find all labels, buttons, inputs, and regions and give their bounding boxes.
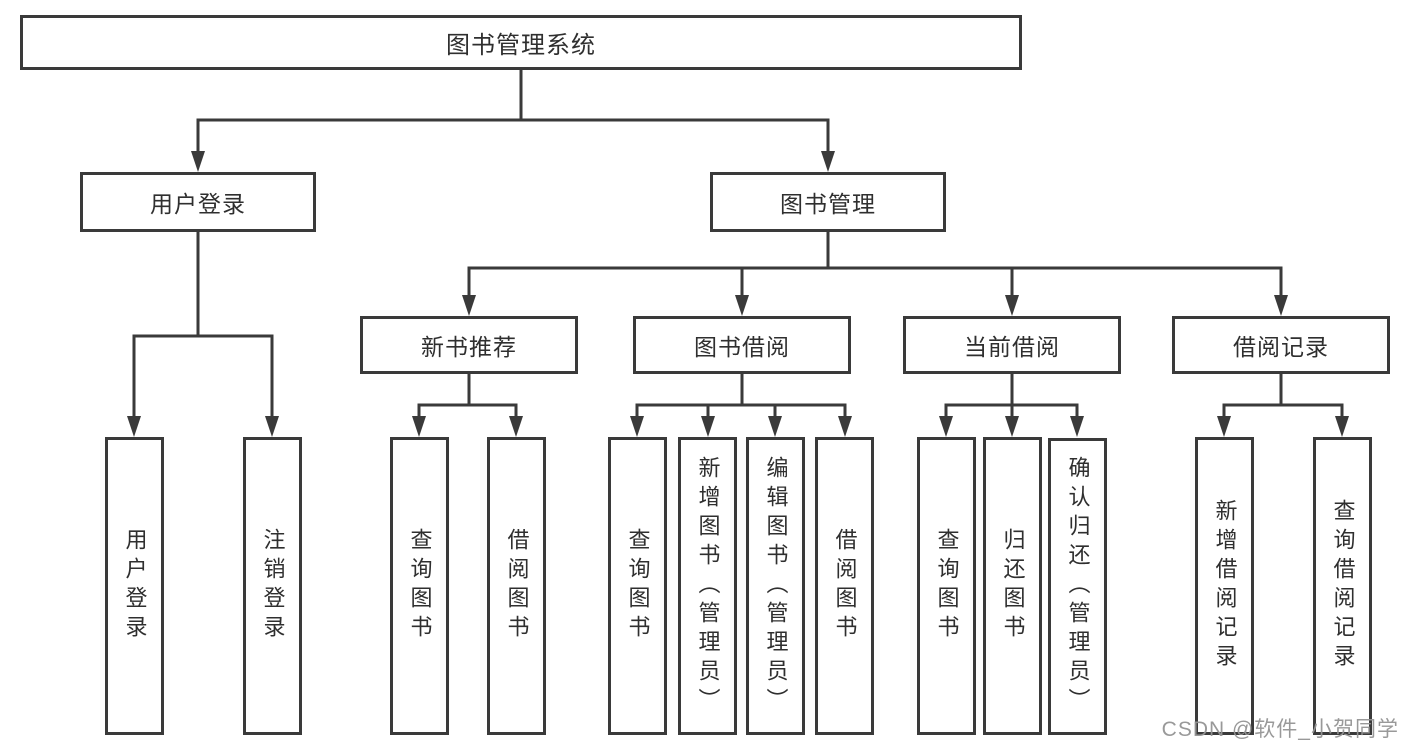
node-borrow-records: 借阅记录 [1172, 316, 1390, 374]
node-label: 编辑图书（管理员） [763, 455, 789, 717]
node-label: 查询图书 [934, 528, 960, 644]
leaf-query-borrow-record: 查询借阅记录 [1313, 437, 1372, 735]
leaf-edit-books-admin: 编辑图书（管理员） [746, 437, 805, 735]
connector-current-borrow-children [939, 374, 1084, 437]
node-label: 新书推荐 [421, 334, 517, 360]
connector-root-to-level2 [191, 70, 835, 172]
node-label: 借阅图书 [504, 528, 530, 644]
node-label: 查询借阅记录 [1330, 499, 1356, 673]
node-label: 新增借阅记录 [1212, 499, 1238, 673]
leaf-logout: 注销登录 [243, 437, 302, 735]
node-label: 图书管理系统 [446, 32, 596, 59]
leaf-borrow-books-recommend: 借阅图书 [487, 437, 546, 735]
node-book-management: 图书管理 [710, 172, 946, 232]
node-label: 确认归还（管理员） [1065, 456, 1091, 717]
node-current-borrow: 当前借阅 [903, 316, 1121, 374]
node-label: 查询图书 [625, 528, 651, 644]
node-library-management-system: 图书管理系统 [20, 15, 1022, 70]
connector-user-login-children [127, 232, 279, 437]
node-label: 图书管理 [780, 191, 876, 217]
node-label: 注销登录 [260, 528, 286, 644]
leaf-borrow-books: 借阅图书 [815, 437, 874, 735]
node-user-login: 用户登录 [80, 172, 316, 232]
leaf-query-books-recommend: 查询图书 [390, 437, 449, 735]
connector-book-management-sections [462, 232, 1288, 316]
csdn-watermark: CSDN @软件_小贺同学 [1161, 718, 1399, 741]
leaf-add-books-admin: 新增图书（管理员） [678, 437, 737, 735]
node-label: 归还图书 [1000, 528, 1026, 644]
node-label: 用户登录 [150, 191, 246, 217]
node-label: 借阅记录 [1233, 334, 1329, 360]
connector-book-borrow-children [630, 374, 852, 437]
connector-borrow-records-children [1217, 374, 1349, 437]
connector-new-book-children [412, 374, 523, 437]
node-label: 新增图书（管理员） [695, 455, 721, 717]
node-label: 图书借阅 [694, 334, 790, 360]
leaf-confirm-return-admin: 确认归还（管理员） [1048, 438, 1107, 735]
leaf-add-borrow-record: 新增借阅记录 [1195, 437, 1254, 735]
node-label: 查询图书 [407, 528, 433, 644]
leaf-query-books-borrow: 查询图书 [608, 437, 667, 735]
leaf-user-login: 用户登录 [105, 437, 164, 735]
node-new-book-recommend: 新书推荐 [360, 316, 578, 374]
leaf-query-books-current: 查询图书 [917, 437, 976, 735]
node-label: 借阅图书 [832, 528, 858, 644]
leaf-return-books: 归还图书 [983, 437, 1042, 735]
node-book-borrow: 图书借阅 [633, 316, 851, 374]
node-label: 用户登录 [122, 528, 148, 644]
node-label: 当前借阅 [964, 334, 1060, 360]
